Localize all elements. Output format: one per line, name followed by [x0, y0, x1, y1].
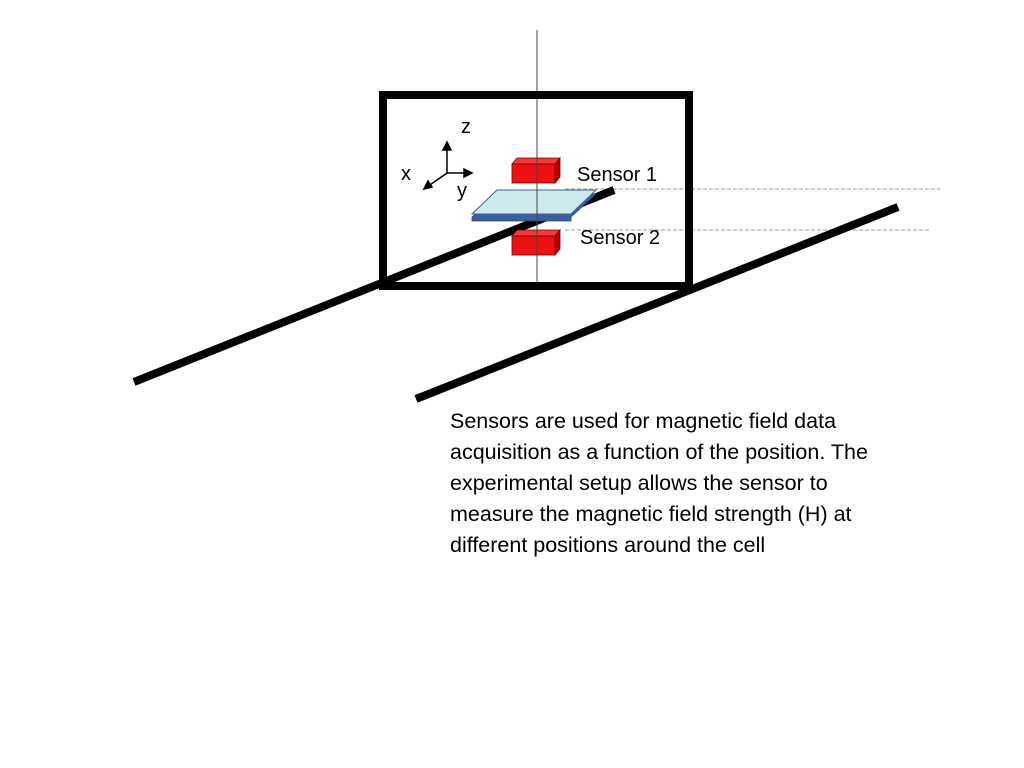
- sensor-1-top-face: [511, 157, 561, 165]
- z-arrowhead: [441, 140, 453, 151]
- description-caption: Sensors are used for magnetic field data…: [450, 406, 970, 561]
- cell-plate: [470, 189, 598, 222]
- y-axis-label: y: [457, 180, 467, 202]
- coordinate-axes-icon: [422, 140, 474, 191]
- rail-right: [414, 203, 900, 403]
- z-axis-label: z: [461, 116, 471, 138]
- y-arrowhead: [463, 167, 474, 179]
- sensor-2-label: Sensor 2: [580, 227, 660, 249]
- caption-line-5: different positions around the cell: [450, 533, 766, 557]
- sensor-1-block: [511, 156, 561, 185]
- sensor-2-block: [511, 228, 561, 257]
- caption-line-3: experimental setup allows the sensor to: [450, 471, 828, 495]
- caption-line-2: acquisition as a function of the positio…: [450, 440, 868, 464]
- sensor-2-top-face: [511, 229, 561, 237]
- measurement-frame: [379, 91, 693, 290]
- x-axis-label: x: [401, 163, 411, 185]
- caption-line-1: Sensors are used for magnetic field data: [450, 409, 837, 433]
- caption-line-4: measure the magnetic field strength (H) …: [450, 502, 852, 526]
- sensor-1-front-face: [511, 163, 556, 184]
- sensor-2-front-face: [511, 235, 556, 256]
- sensor-1-label: Sensor 1: [577, 164, 657, 186]
- rail-left: [132, 186, 616, 386]
- x-arrowhead: [422, 179, 434, 191]
- cell-plate-top-face: [470, 189, 598, 215]
